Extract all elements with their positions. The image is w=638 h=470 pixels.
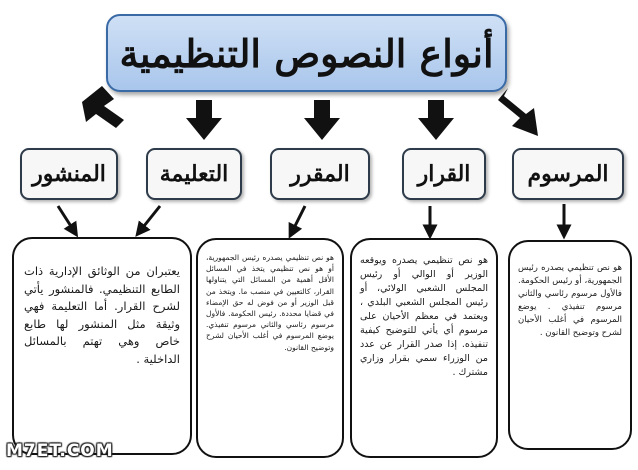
diagram-title: أنواع النصوص التنظيمية bbox=[106, 14, 507, 92]
watermark-logo: M7ET.COM bbox=[6, 441, 114, 461]
arrow-title-to-muqarrar bbox=[304, 100, 340, 140]
arrow-taalima-desc bbox=[135, 205, 162, 237]
arrow-muqarrar-desc bbox=[288, 205, 307, 239]
arrow-title-to-marsoum bbox=[498, 88, 538, 136]
category-qarar: القرار bbox=[402, 148, 486, 200]
arrow-title-to-taalima bbox=[186, 100, 222, 140]
category-mansour: المنشور bbox=[20, 148, 118, 200]
arrow-title-to-mansour bbox=[82, 86, 124, 128]
description-qarar: هو نص تنظيمي يصدره ويوقعه الوزير أو الوا… bbox=[350, 238, 498, 458]
category-marsoum: المرسوم bbox=[512, 148, 624, 200]
description-marsoum: هو نص تنظيمي يصدره رئيس الجمهورية، أو رئ… bbox=[508, 240, 632, 450]
description-mansour-taalima: يعتبران من الوثائق الإدارية ذات الطابع ا… bbox=[12, 237, 192, 455]
description-muqarrar: هو نص تنظيمي يصدره رئيس الجمهورية، أو هو… bbox=[196, 238, 344, 458]
arrow-mansour-desc bbox=[56, 205, 79, 238]
arrow-title-to-qarar bbox=[418, 100, 454, 140]
category-taalima: التعليمة bbox=[146, 148, 242, 200]
category-muqarrar: المقرر bbox=[270, 148, 370, 200]
